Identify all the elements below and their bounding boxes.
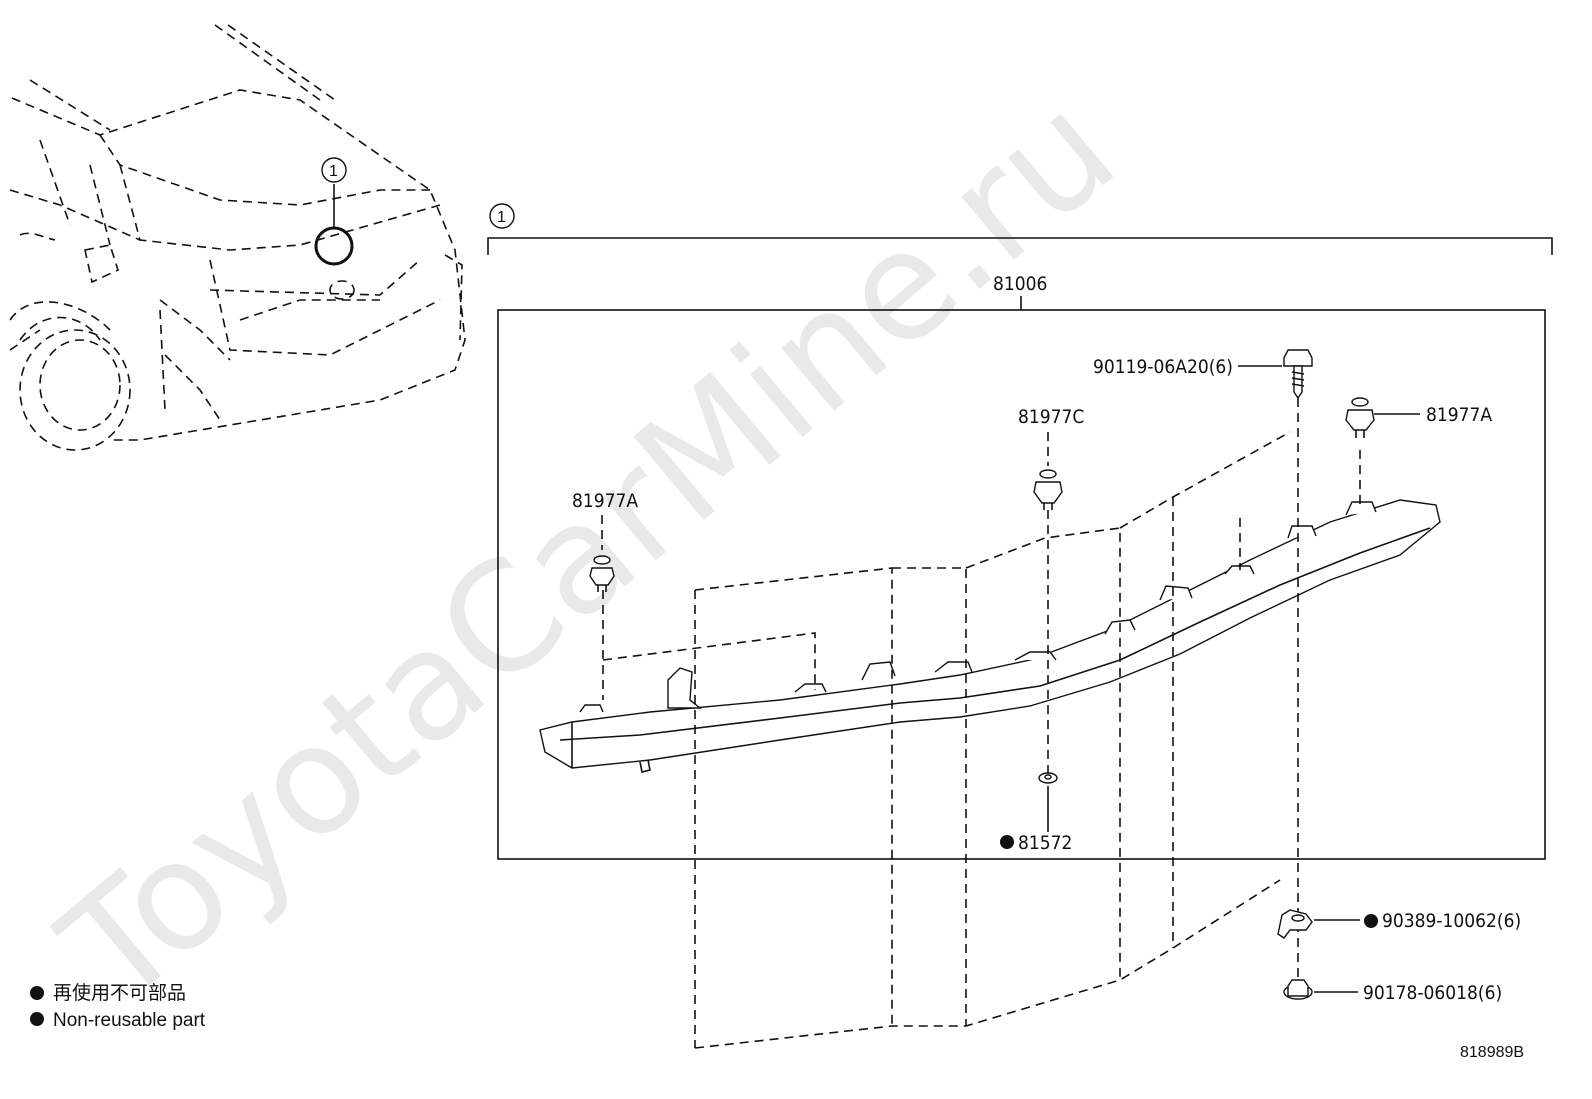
clip-right-label: 81977A [1426, 404, 1492, 426]
legend-bullet-en [30, 1012, 44, 1026]
diagram-code: 818989B [1460, 1044, 1524, 1061]
clip-left-icon [589, 555, 615, 592]
pad-icon [1038, 772, 1058, 784]
legend: 再使用不可部品 Non-reusable part [30, 982, 206, 1031]
vehicle-rear-illustration: 1 [9, 24, 466, 451]
bolt-top-icon [1283, 349, 1313, 400]
callout-circle-vehicle [321, 157, 347, 183]
callout-number-assembly: 1 [497, 209, 506, 226]
legend-en: Non-reusable part [53, 1010, 206, 1031]
clip-center-icon [1033, 469, 1063, 510]
assembly-part-number: 81006 [993, 273, 1047, 295]
location-highlight-circle [314, 226, 354, 266]
callout-number-vehicle: 1 [329, 163, 338, 180]
nut-label: 90178-06018(6) [1363, 982, 1502, 1004]
projection-lines [602, 398, 1361, 1049]
legend-bullet-jp [30, 986, 44, 1000]
legend-jp: 再使用不可部品 [53, 982, 186, 1004]
nut-washer-icon [1277, 909, 1313, 939]
rear-garnish-molding [539, 499, 1441, 773]
non-reusable-marker-pad [1000, 835, 1014, 849]
non-reusable-marker-nut-washer [1364, 914, 1378, 928]
clip-left-label: 81977A [572, 490, 638, 512]
assembly-frame [497, 309, 1546, 860]
pad-label: 81572 [1018, 832, 1072, 854]
clip-center-label: 81977C [1018, 406, 1084, 428]
assembly-bracket: 1 [487, 203, 1553, 255]
watermark: ToyotaCarMine.ru [31, 62, 1147, 1038]
bolt-top-label: 90119-06A20(6) [1093, 356, 1233, 378]
clip-right-icon [1345, 397, 1375, 438]
nut-washer-label: 90389-10062(6) [1382, 910, 1521, 932]
nut-icon [1283, 979, 1313, 1000]
